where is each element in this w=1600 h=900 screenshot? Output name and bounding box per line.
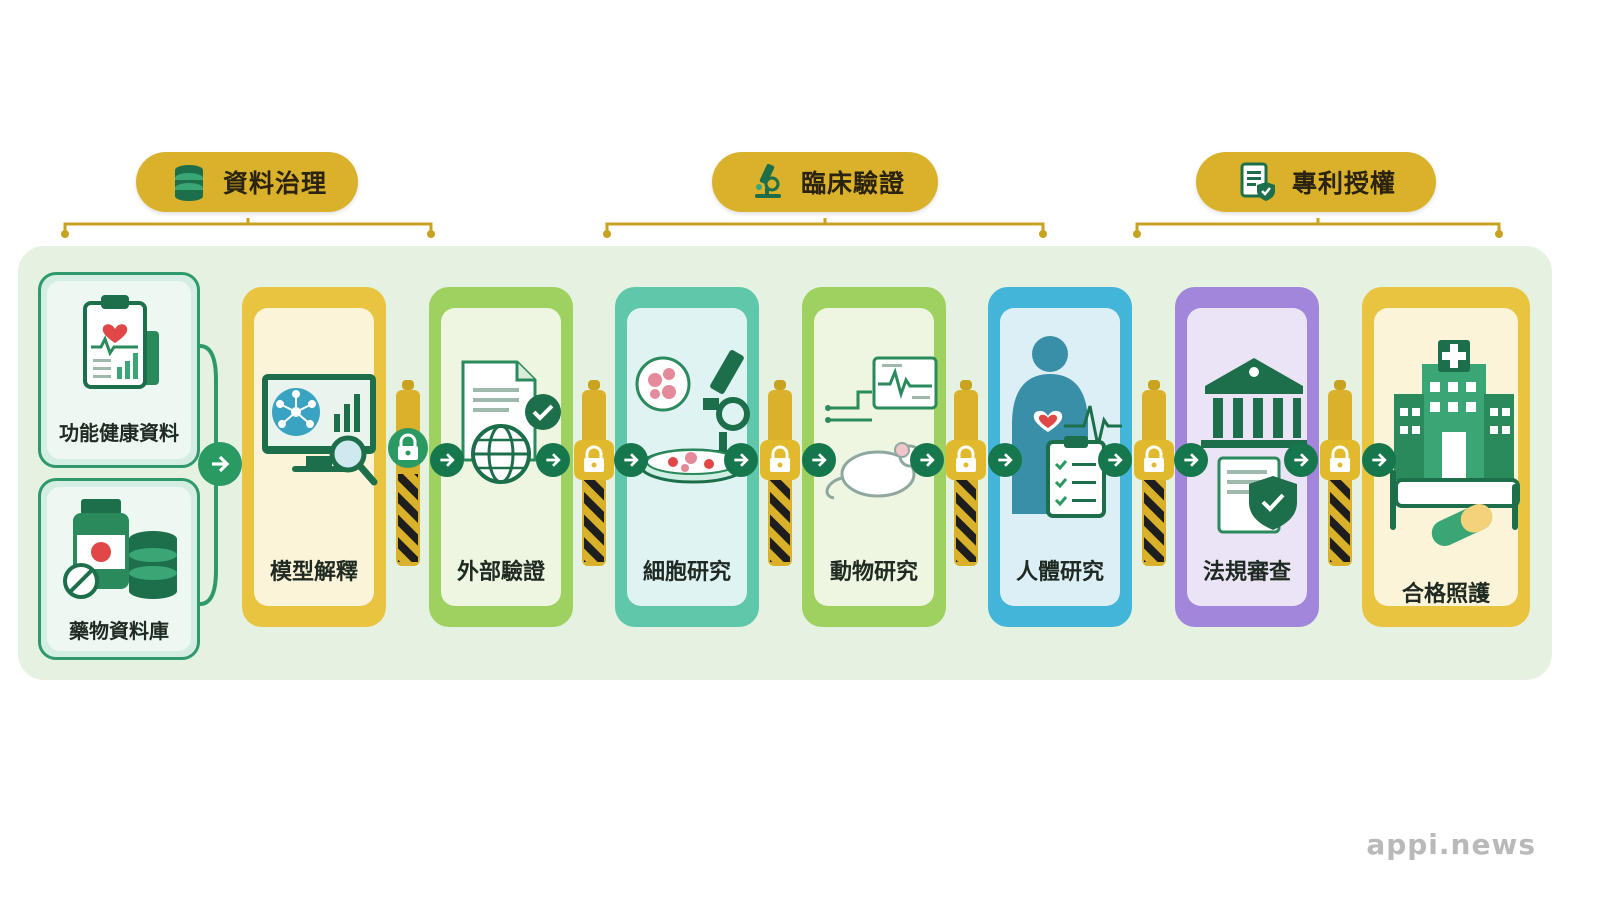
clipboard-health-chart-icon [83, 295, 159, 389]
lock-icon [388, 428, 428, 468]
stage-label: 細胞研究 [642, 560, 731, 585]
lock-icon [1134, 440, 1174, 480]
arrow-right-icon [988, 443, 1022, 477]
certified-document-icon [1240, 162, 1275, 201]
source-label: 藥物資料庫 [69, 619, 169, 643]
category-label: 專利授權 [1291, 169, 1396, 198]
category-bracket [61, 218, 435, 238]
cells-microscope-petri-icon [635, 350, 750, 484]
source-label: 功能健康資料 [59, 421, 179, 445]
stage-label: 動物研究 [829, 560, 918, 585]
monitor-network-magnifier-icon [262, 374, 378, 486]
arrow-right-icon [910, 443, 944, 477]
government-building-shield-doc-icon [1201, 358, 1307, 534]
database-icon [174, 165, 203, 201]
category-bracket [603, 218, 1047, 238]
arrow-right-icon [1098, 443, 1132, 477]
lab-mouse-monitor-icon [825, 356, 938, 500]
arrow-right-icon [1284, 443, 1318, 477]
lock-icon [760, 440, 800, 480]
source-health-data: 功能健康資料 [38, 272, 200, 468]
microscope-icon [754, 163, 781, 198]
arrow-right-icon [1174, 443, 1208, 477]
category-label: 臨床驗證 [800, 169, 905, 198]
document-globe-check-icon [461, 360, 561, 484]
category-label: 資料治理 [222, 169, 327, 198]
gate-barrier [396, 380, 420, 566]
lock-icon [1320, 440, 1360, 480]
human-heart-checklist-icon [1012, 336, 1122, 518]
arrow-right-icon [1362, 443, 1396, 477]
arrow-right-icon [430, 443, 464, 477]
category-pill-patent-licensing: 專利授權 [1196, 152, 1436, 212]
arrow-right-icon [724, 443, 758, 477]
source-drug-database: 藥物資料庫 [38, 478, 200, 660]
hospital-bed-pills-icon [1390, 340, 1520, 547]
stage-label: 模型解釋 [269, 560, 358, 585]
arrow-right-icon [198, 442, 242, 486]
stage-label: 人體研究 [1015, 560, 1104, 585]
stage-label: 合格照護 [1401, 582, 1490, 607]
stage-label: 法規審查 [1202, 560, 1291, 585]
arrow-right-icon [536, 443, 570, 477]
arrow-right-icon [802, 443, 836, 477]
category-pill-data-governance: 資料治理 [136, 152, 358, 212]
stage-card-model-interpretation: 模型解釋 [242, 287, 386, 627]
lock-icon [574, 440, 614, 480]
lock-icon [946, 440, 986, 480]
category-pill-clinical-validation: 臨床驗證 [712, 152, 938, 212]
stage-label: 外部驗證 [456, 560, 545, 585]
pill-bottle-database-icon [63, 499, 177, 599]
stage-card-qualified-care: 合格照護 [1362, 287, 1530, 627]
category-bracket [1133, 218, 1503, 238]
arrow-right-icon [614, 443, 648, 477]
watermark: appi.news [1366, 828, 1536, 861]
